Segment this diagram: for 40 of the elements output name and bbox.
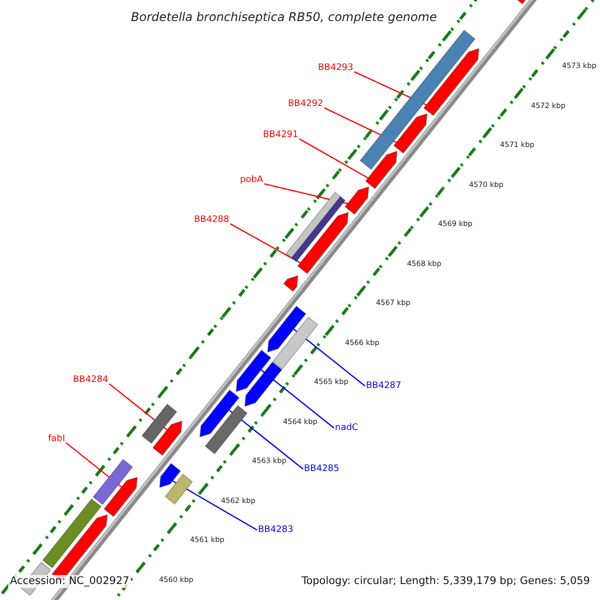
gene-feature [164, 474, 193, 505]
gene-label: BB4284 [73, 375, 108, 386]
gene-feature [272, 316, 318, 370]
leader-line [298, 138, 368, 178]
gene-feature [244, 361, 282, 407]
gene-feature [393, 113, 428, 154]
gene-feature [141, 404, 178, 444]
genome-summary: Topology: circular; Length: 5,339,179 bp; Genes: 5,059 [300, 575, 592, 588]
gene-label: BB4287 [366, 381, 402, 392]
gene-feature [204, 404, 248, 454]
gene-label: BB4292 [288, 99, 324, 110]
gene-feature [364, 150, 398, 190]
gene-feature [92, 458, 134, 506]
gene-feature [297, 212, 349, 274]
gene-feature [344, 186, 370, 215]
gene-label: BB4293 [318, 63, 354, 74]
gene-label: fabI [48, 434, 66, 445]
gene-feature [423, 48, 480, 116]
gene-feature [267, 306, 306, 353]
leader-line [260, 369, 334, 428]
gene-label: BB4285 [304, 464, 340, 475]
gene-feature [159, 462, 182, 488]
leader-line [230, 223, 301, 264]
gene-label: nadC [335, 423, 358, 434]
leader-line [172, 480, 258, 531]
gene-label: BB4288 [194, 215, 230, 226]
gene-feature [283, 274, 298, 292]
gene-label: BB4283 [258, 525, 294, 536]
gene-feature [42, 498, 102, 568]
gene-feature [103, 476, 138, 518]
gene-feature [152, 420, 182, 456]
accession-note: Accession: NC_002927 [8, 575, 132, 588]
gene-feature [199, 389, 240, 438]
gene-feature [236, 350, 272, 392]
gene-label: pobA [240, 175, 264, 186]
gene-feature [360, 30, 476, 170]
gene-label: BB4291 [263, 130, 298, 141]
gene-feature [290, 196, 346, 262]
leader-line [293, 328, 366, 386]
leader-line [228, 410, 304, 470]
